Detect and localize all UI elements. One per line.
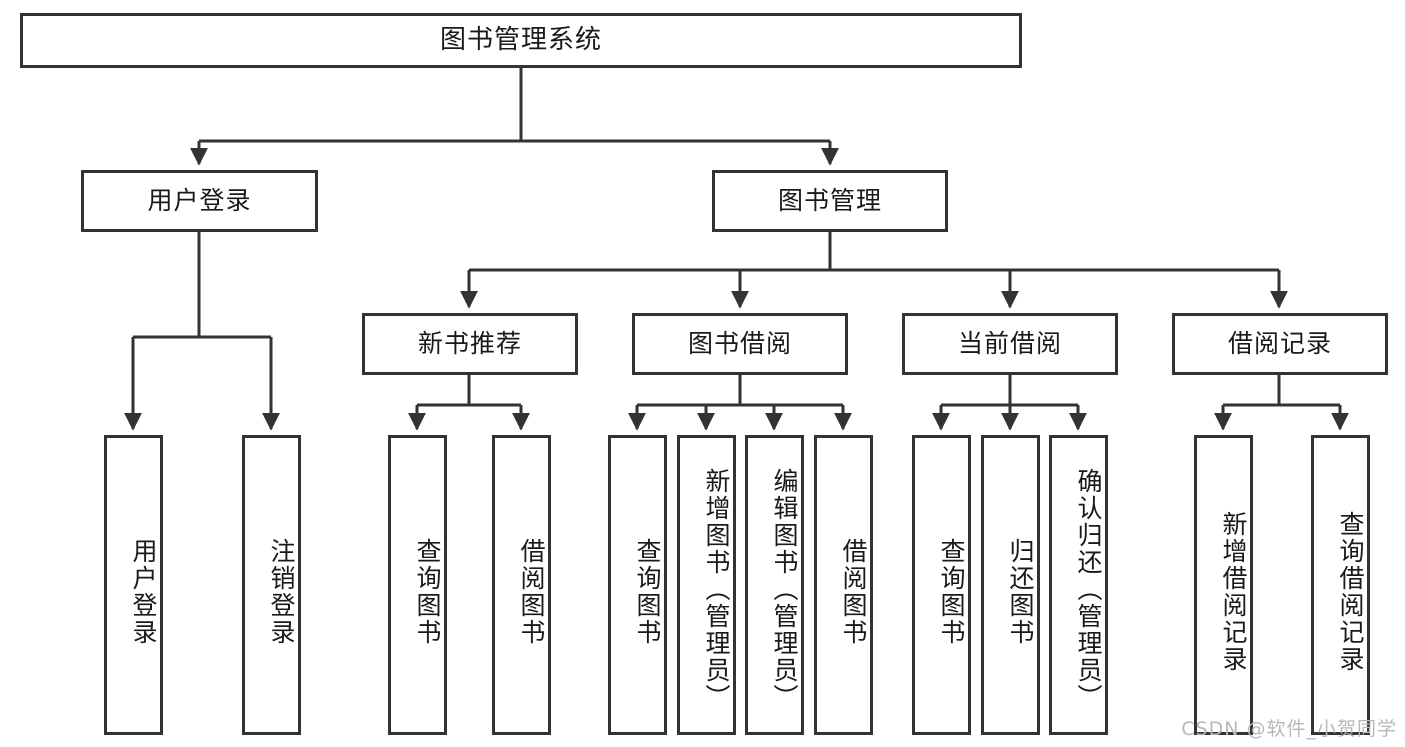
node-label: 编辑图书（管理员） (770, 467, 799, 711)
leaf-edit-book[interactable]: 编辑图书（管理员） (745, 435, 804, 735)
node-new-book-recommend[interactable]: 新书推荐 (362, 313, 578, 375)
node-label: 新增借阅记录 (1219, 511, 1248, 673)
leaf-confirm-return[interactable]: 确认归还（管理员） (1049, 435, 1108, 735)
leaf-add-book[interactable]: 新增图书（管理员） (677, 435, 736, 735)
node-current-borrow[interactable]: 当前借阅 (902, 313, 1118, 375)
node-borrow-record[interactable]: 借阅记录 (1172, 313, 1388, 375)
node-label: 归还图书 (1006, 538, 1035, 646)
node-label: 借阅图书 (517, 538, 546, 646)
leaf-query-book-recommend[interactable]: 查询图书 (388, 435, 447, 735)
node-root-book-management-system[interactable]: 图书管理系统 (20, 13, 1022, 68)
node-label: 当前借阅 (957, 329, 1062, 358)
node-label: 查询图书 (413, 538, 442, 646)
node-label: 用户登录 (147, 186, 252, 215)
node-label: 查询图书 (937, 538, 966, 646)
leaf-borrow-book[interactable]: 借阅图书 (814, 435, 873, 735)
node-label: 新增图书（管理员） (702, 467, 731, 711)
node-label: 图书管理系统 (439, 24, 602, 55)
node-book-borrow[interactable]: 图书借阅 (632, 313, 848, 375)
node-book-management[interactable]: 图书管理 (712, 170, 948, 232)
node-label: 查询借阅记录 (1336, 511, 1365, 673)
csdn-watermark: CSDN @软件_小贺同学 (1181, 718, 1397, 740)
node-label: 用户登录 (129, 538, 158, 646)
leaf-query-book-borrow[interactable]: 查询图书 (608, 435, 667, 735)
leaf-user-login[interactable]: 用户登录 (104, 435, 163, 735)
node-label: 借阅图书 (839, 538, 868, 646)
leaf-query-book-current[interactable]: 查询图书 (912, 435, 971, 735)
leaf-add-borrow-record[interactable]: 新增借阅记录 (1194, 435, 1253, 735)
leaf-return-book[interactable]: 归还图书 (981, 435, 1040, 735)
node-label: 注销登录 (267, 538, 296, 646)
node-label: 图书借阅 (687, 329, 792, 358)
node-label: 确认归还（管理员） (1074, 467, 1103, 711)
leaf-query-borrow-record[interactable]: 查询借阅记录 (1311, 435, 1370, 735)
node-label: 查询图书 (633, 538, 662, 646)
node-user-login[interactable]: 用户登录 (81, 170, 318, 232)
node-label: 图书管理 (777, 186, 882, 215)
node-label: 借阅记录 (1227, 329, 1332, 358)
leaf-logout[interactable]: 注销登录 (242, 435, 301, 735)
leaf-borrow-book-recommend[interactable]: 借阅图书 (492, 435, 551, 735)
node-label: 新书推荐 (417, 329, 522, 358)
